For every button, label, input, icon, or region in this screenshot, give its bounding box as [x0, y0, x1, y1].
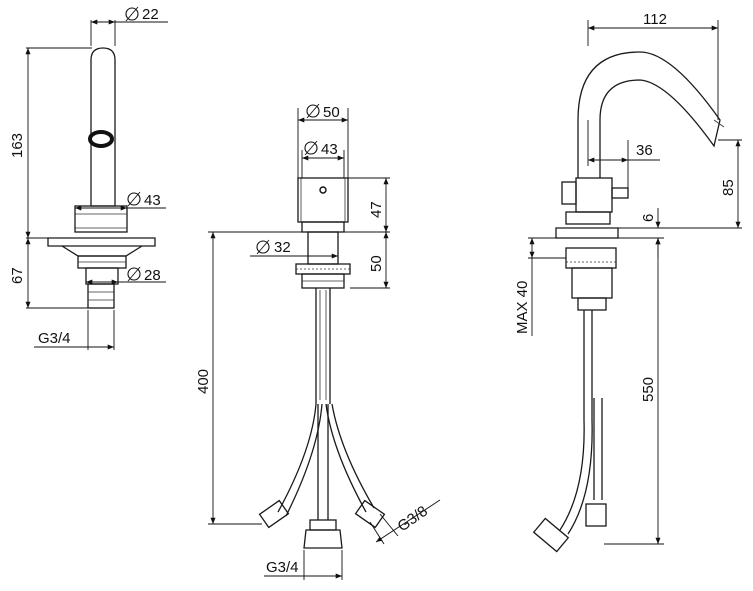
right-reach-label: 112	[643, 11, 667, 28]
left-view: 22 43 28 163 67 G3/4	[9, 6, 168, 350]
right-deck-plate	[555, 227, 619, 239]
left-thread-label: G3/4	[38, 330, 71, 347]
middle-handle	[297, 177, 349, 223]
right-spout	[577, 51, 721, 178]
right-view: 112 36 85 6 MAX 40 550	[514, 11, 742, 553]
middle-height-lower-label: 50	[368, 255, 385, 272]
middle-cylinder	[307, 231, 339, 265]
right-lever	[611, 187, 629, 199]
middle-view: 50 43 32 47 50 400 G3/8 G3/4	[195, 103, 441, 580]
right-fitting-hose	[585, 503, 607, 527]
left-dia-body-label: 43	[144, 192, 161, 209]
right-handle-label: 36	[636, 142, 653, 159]
left-height-label: 163	[9, 133, 26, 158]
middle-dia-base-label: 32	[274, 239, 291, 256]
right-deck-gap-label: 6	[640, 214, 657, 222]
right-hose	[559, 310, 585, 531]
left-deck-plate	[47, 237, 156, 257]
middle-fitting-right	[354, 499, 386, 529]
left-dia-spout-label: 22	[142, 6, 159, 23]
middle-hose-right	[325, 403, 367, 513]
middle-indicator-dot	[319, 186, 327, 194]
left-thread	[87, 283, 115, 309]
right-fitting-main	[532, 517, 570, 553]
middle-height-upper-label: 47	[368, 201, 385, 218]
right-hose-length-label: 550	[640, 377, 657, 402]
left-aerator	[88, 130, 114, 148]
left-below-deck-label: 67	[9, 267, 26, 284]
middle-fitting-left	[258, 499, 290, 529]
left-dia-shank-label: 28	[144, 267, 161, 284]
right-max-deck-label: MAX 40	[514, 281, 531, 334]
middle-fitting-center	[309, 519, 337, 531]
middle-dia-top-label: 50	[323, 104, 340, 121]
middle-thread-hose-label: G3/8	[395, 503, 431, 536]
middle-thread-main-label: G3/4	[266, 559, 299, 576]
middle-hose-left	[277, 403, 317, 513]
middle-hose-length-label: 400	[195, 369, 212, 394]
left-spout	[90, 47, 116, 207]
right-body	[575, 177, 613, 213]
right-outlet-height-label: 85	[720, 179, 737, 196]
middle-collar	[301, 221, 345, 233]
middle-dia-body-label: 43	[321, 141, 338, 158]
